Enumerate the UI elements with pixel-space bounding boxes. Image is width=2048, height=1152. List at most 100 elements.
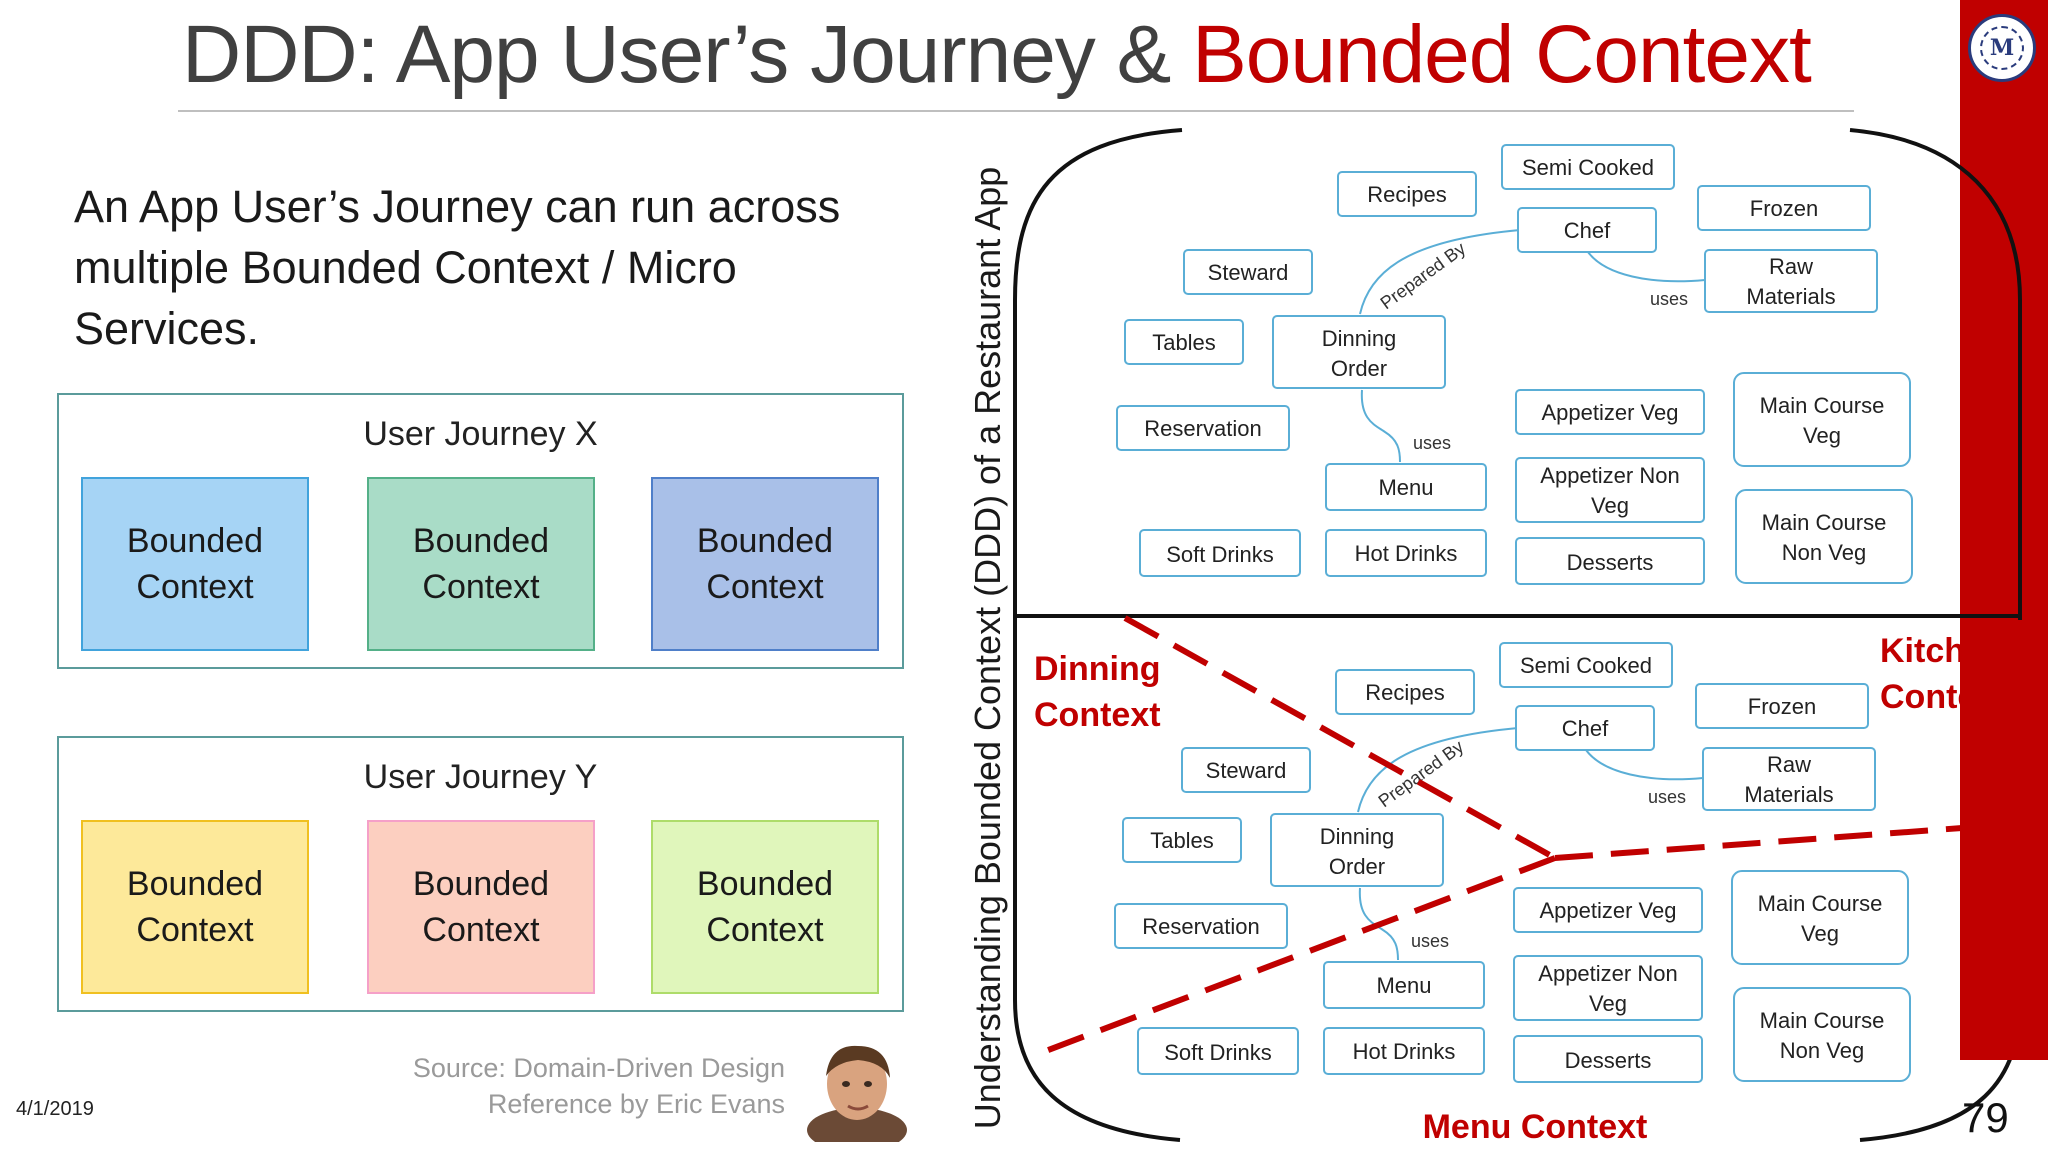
edge-chef-raw <box>1587 251 1706 283</box>
node-menu: Menu <box>1323 961 1485 1009</box>
bc-line: Bounded <box>126 522 264 560</box>
svg-text:Veg: Veg <box>1591 493 1629 518</box>
bc-line: Bounded <box>412 522 550 560</box>
svg-text:Recipes: Recipes <box>1365 680 1444 705</box>
edge-prepared-by <box>1357 727 1519 813</box>
svg-text:Frozen: Frozen <box>1750 196 1818 221</box>
node-tables: Tables <box>1122 817 1242 863</box>
journey-title: User Journey Y <box>363 758 598 796</box>
context-label-dinning: Context <box>1034 696 1161 734</box>
bc-line: Context <box>422 911 540 949</box>
svg-text:Menu: Menu <box>1376 973 1431 998</box>
svg-text:Hot Drinks: Hot Drinks <box>1353 1039 1456 1064</box>
svg-text:Steward: Steward <box>1206 758 1287 783</box>
svg-text:Main Course: Main Course <box>1760 393 1885 418</box>
svg-text:Main Course: Main Course <box>1758 891 1883 916</box>
context-label-menu: Menu Context <box>1423 1108 1648 1146</box>
svg-text:Reservation: Reservation <box>1144 416 1261 441</box>
svg-text:Order: Order <box>1331 356 1387 381</box>
source-line: Reference by Eric Evans <box>487 1089 785 1119</box>
svg-text:Veg: Veg <box>1801 921 1839 946</box>
node-soft-drinks: Soft Drinks <box>1139 529 1301 577</box>
bc-line: Bounded <box>412 865 550 903</box>
edge-label-uses: uses <box>1650 289 1688 309</box>
svg-text:Appetizer Veg: Appetizer Veg <box>1540 898 1677 923</box>
journey-title: User Journey X <box>363 415 598 453</box>
svg-text:Appetizer Veg: Appetizer Veg <box>1542 400 1679 425</box>
svg-text:Veg: Veg <box>1589 991 1627 1016</box>
edge-label-uses: uses <box>1413 433 1451 453</box>
svg-text:Dinning: Dinning <box>1320 824 1395 849</box>
edge-label-uses: uses <box>1411 931 1449 951</box>
node-recipes: Recipes <box>1335 669 1475 715</box>
node-frozen: Frozen <box>1695 683 1869 729</box>
source-citation: Source: Domain-Driven Design Reference b… <box>380 1050 785 1122</box>
intro-text: An App User’s Journey can run across mul… <box>74 181 841 354</box>
node-recipes: Recipes <box>1337 171 1477 217</box>
context-label-dinning: Dinning <box>1034 650 1161 688</box>
source-line: Source: Domain-Driven Design <box>412 1053 785 1083</box>
edge-chef-raw <box>1585 749 1704 781</box>
page-number: 79 <box>1962 1094 2009 1141</box>
svg-text:Materials: Materials <box>1746 284 1835 309</box>
svg-text:Tables: Tables <box>1150 828 1214 853</box>
svg-text:Semi Cooked: Semi Cooked <box>1520 653 1652 678</box>
node-appetizer-veg: Appetizer Veg <box>1513 887 1703 933</box>
boundary-kitchen-menu <box>1554 825 1963 861</box>
node-hot-drinks: Hot Drinks <box>1323 1027 1485 1075</box>
bc-line: Bounded <box>696 865 834 903</box>
node-chef: Chef <box>1517 207 1657 253</box>
svg-text:Hot Drinks: Hot Drinks <box>1355 541 1458 566</box>
svg-text:Recipes: Recipes <box>1367 182 1446 207</box>
svg-text:Chef: Chef <box>1562 716 1609 741</box>
node-desserts: Desserts <box>1513 1035 1703 1083</box>
svg-text:Veg: Veg <box>1803 423 1841 448</box>
node-soft-drinks: Soft Drinks <box>1137 1027 1299 1075</box>
title-divider <box>178 110 1854 112</box>
svg-text:Main Course: Main Course <box>1760 1008 1885 1033</box>
svg-text:Desserts: Desserts <box>1567 550 1654 575</box>
node-menu: Menu <box>1325 463 1487 511</box>
node-desserts: Desserts <box>1515 537 1705 585</box>
node-semi-cooked: Semi Cooked <box>1501 144 1675 190</box>
svg-text:Frozen: Frozen <box>1748 694 1816 719</box>
title-prefix: DDD: App User’s Journey & <box>182 9 1193 100</box>
svg-text:Reservation: Reservation <box>1142 914 1259 939</box>
svg-text:Appetizer Non: Appetizer Non <box>1538 961 1677 986</box>
svg-text:Non Veg: Non Veg <box>1782 540 1866 565</box>
svg-text:Semi Cooked: Semi Cooked <box>1522 155 1654 180</box>
university-logo-icon: M <box>1968 14 2036 82</box>
svg-text:Tables: Tables <box>1152 330 1216 355</box>
svg-text:Desserts: Desserts <box>1565 1048 1652 1073</box>
edge-order-menu <box>1360 389 1401 463</box>
diagram-outer-border <box>1013 128 2022 1142</box>
bc-line: Context <box>422 568 540 606</box>
node-semi-cooked: Semi Cooked <box>1499 642 1673 688</box>
bc-line: Context <box>706 911 824 949</box>
svg-text:Steward: Steward <box>1208 260 1289 285</box>
slide-date: 4/1/2019 <box>16 1098 94 1120</box>
node-hot-drinks: Hot Drinks <box>1325 529 1487 577</box>
svg-text:Chef: Chef <box>1564 218 1611 243</box>
svg-text:Non Veg: Non Veg <box>1780 1038 1864 1063</box>
svg-text:Raw: Raw <box>1767 752 1811 777</box>
edge-prepared-by <box>1359 229 1521 315</box>
edge-order-menu <box>1358 887 1399 961</box>
slide-title: DDD: App User’s Journey & Bounded Contex… <box>182 8 1812 102</box>
bc-line: Context <box>706 568 824 606</box>
node-steward: Steward <box>1183 249 1313 295</box>
node-frozen: Frozen <box>1697 185 1871 231</box>
